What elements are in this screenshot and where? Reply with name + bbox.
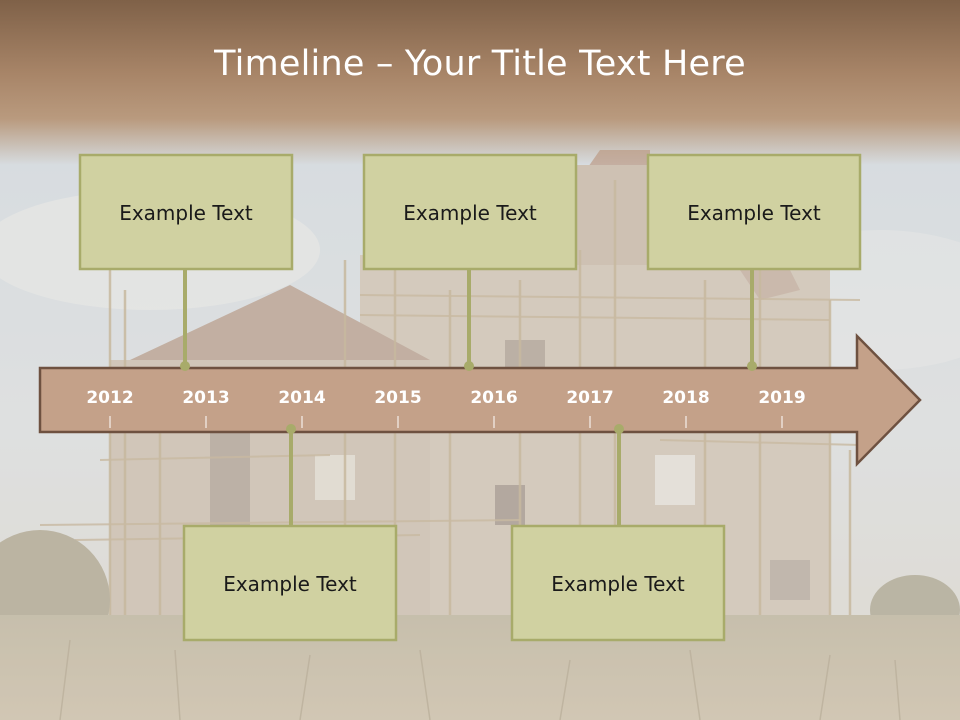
event-marker-dot: [464, 361, 474, 371]
event-box-above-1: Example Text: [78, 153, 294, 271]
timeline-arrow: [38, 332, 922, 468]
event-box-text: Example Text: [687, 201, 821, 225]
event-box-below-1: Example Text: [182, 524, 398, 642]
event-box-text: Example Text: [119, 201, 253, 225]
event-marker-dot: [180, 361, 190, 371]
year-ticks: [109, 416, 783, 428]
year-label-2015: 2015: [374, 388, 421, 408]
year-label-2019: 2019: [758, 388, 805, 408]
event-marker-dot: [286, 424, 296, 434]
event-box-below-2: Example Text: [510, 524, 726, 642]
event-box-text: Example Text: [551, 572, 685, 596]
slide-title: Timeline – Your Title Text Here: [214, 44, 746, 84]
year-label-2012: 2012: [86, 388, 133, 408]
event-marker-dot: [747, 361, 757, 371]
year-label-2014: 2014: [278, 388, 325, 408]
event-marker-dot: [614, 424, 624, 434]
year-label-2013: 2013: [182, 388, 229, 408]
event-box-text: Example Text: [403, 201, 537, 225]
event-box-above-2: Example Text: [362, 153, 578, 271]
year-label-2016: 2016: [470, 388, 517, 408]
event-box-text: Example Text: [223, 572, 357, 596]
year-label-2017: 2017: [566, 388, 613, 408]
event-box-above-3: Example Text: [646, 153, 862, 271]
title-band: [0, 0, 960, 165]
year-label-2018: 2018: [662, 388, 709, 408]
